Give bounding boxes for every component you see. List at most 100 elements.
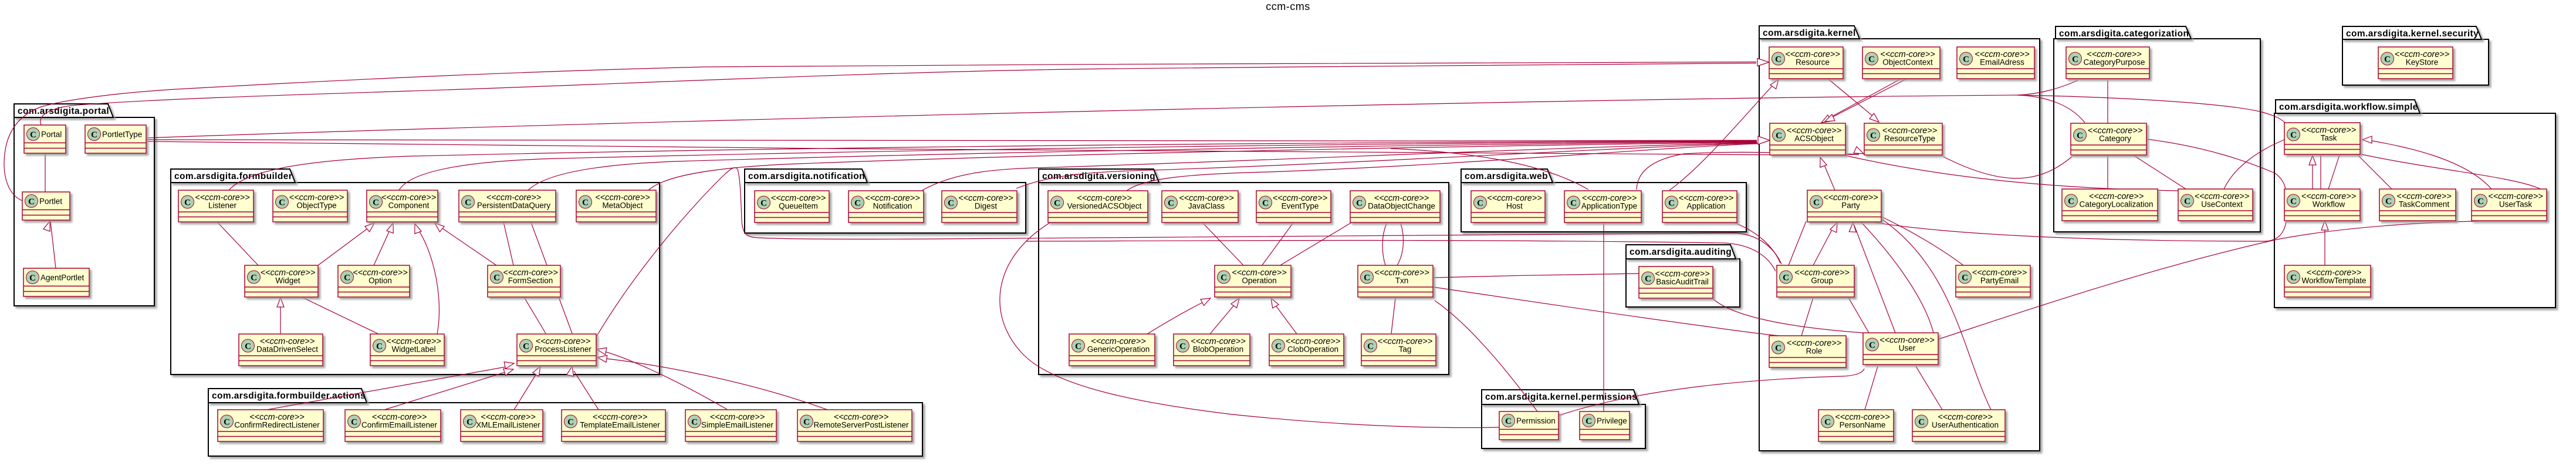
svg-text:Resource: Resource: [1796, 58, 1830, 66]
svg-text:RemoteServerPostListener: RemoteServerPostListener: [813, 420, 909, 429]
svg-text:C: C: [1918, 418, 1925, 427]
svg-text:GenericOperation: GenericOperation: [1087, 345, 1150, 353]
svg-text:<<ccm-core>>: <<ccm-core>>: [1972, 268, 2027, 278]
svg-text:<<ccm-core>>: <<ccm-core>>: [2301, 192, 2357, 201]
svg-text:C: C: [251, 274, 257, 283]
svg-text:ConfirmRedirectListener: ConfirmRedirectListener: [234, 420, 320, 429]
svg-text:<<ccm-core>>: <<ccm-core>>: [1273, 194, 1328, 203]
svg-text:<<ccm-core>>: <<ccm-core>>: [1077, 194, 1132, 203]
svg-text:ccm-cms: ccm-cms: [1266, 1, 1310, 12]
svg-text:Workflow: Workflow: [2313, 200, 2345, 208]
svg-text:QueueItem: QueueItem: [779, 201, 818, 210]
svg-text:C: C: [1824, 418, 1831, 427]
svg-text:C: C: [1168, 199, 1174, 208]
svg-text:<<ccm-core>>: <<ccm-core>>: [260, 337, 315, 346]
svg-text:Listener: Listener: [208, 201, 237, 210]
svg-text:C: C: [1367, 342, 1374, 352]
svg-text:AgentPortlet: AgentPortlet: [40, 274, 84, 282]
svg-text:C: C: [373, 198, 379, 208]
svg-text:<<ccm-core>>: <<ccm-core>>: [289, 193, 344, 203]
svg-text:<<ccm-core>>: <<ccm-core>>: [2195, 192, 2250, 201]
svg-text:<<ccm-core>>: <<ccm-core>>: [958, 194, 1013, 203]
svg-text:<<ccm-core>>: <<ccm-core>>: [2395, 50, 2450, 59]
svg-text:Widget: Widget: [275, 276, 300, 285]
svg-text:com.arsdigita.portal: com.arsdigita.portal: [18, 106, 109, 116]
svg-text:<<ccm-core>>: <<ccm-core>>: [372, 413, 427, 422]
svg-text:C: C: [2384, 55, 2391, 65]
svg-text:Permission: Permission: [1516, 417, 1556, 426]
svg-text:Option: Option: [369, 276, 392, 285]
svg-text:com.arsdigita.categorization: com.arsdigita.categorization: [2059, 29, 2189, 39]
svg-text:EmailAdress: EmailAdress: [1980, 58, 2024, 66]
svg-text:<<ccm-core>>: <<ccm-core>>: [1679, 194, 1734, 203]
svg-text:Task: Task: [2321, 133, 2337, 142]
svg-text:C: C: [1668, 199, 1675, 208]
svg-text:C: C: [1776, 131, 1782, 141]
svg-text:<<ccm-core>>: <<ccm-core>>: [1582, 194, 1637, 203]
svg-text:<<ccm-core>>: <<ccm-core>>: [503, 268, 558, 278]
svg-text:C: C: [1870, 131, 1877, 141]
svg-text:TaskComment: TaskComment: [2399, 200, 2450, 208]
svg-text:User: User: [1899, 343, 1916, 352]
svg-text:<<ccm-core>>: <<ccm-core>>: [2088, 126, 2143, 136]
svg-text:Host: Host: [1506, 201, 1523, 210]
svg-text:ObjectContext: ObjectContext: [1882, 58, 1933, 66]
svg-text:com.arsdigita.auditing: com.arsdigita.auditing: [1630, 247, 1732, 257]
svg-text:WidgetLabel: WidgetLabel: [391, 345, 435, 353]
svg-text:<<ccm-core>>: <<ccm-core>>: [1286, 337, 1341, 346]
svg-text:C: C: [1570, 199, 1577, 208]
svg-text:<<ccm-core>>: <<ccm-core>>: [834, 413, 889, 422]
svg-text:<<ccm-core>>: <<ccm-core>>: [1785, 50, 1840, 59]
svg-text:<<ccm-core>>: <<ccm-core>>: [1232, 268, 1287, 278]
svg-text:<<ccm-core>>: <<ccm-core>>: [536, 337, 591, 346]
svg-text:com.arsdigita.formbuilder.acti: com.arsdigita.formbuilder.actions: [212, 391, 366, 401]
svg-text:FormSection: FormSection: [508, 276, 553, 285]
svg-text:<<ccm-core>>: <<ccm-core>>: [1179, 194, 1234, 203]
svg-text:C: C: [1275, 342, 1282, 352]
svg-text:C: C: [466, 418, 473, 427]
svg-text:C: C: [376, 342, 383, 352]
svg-text:Group: Group: [1811, 276, 1833, 285]
svg-text:<<ccm-core>>: <<ccm-core>>: [710, 413, 765, 422]
svg-text:<<ccm-core>>: <<ccm-core>>: [595, 193, 650, 203]
svg-text:ApplicationType: ApplicationType: [1581, 201, 1637, 210]
svg-text:C: C: [1775, 55, 1781, 65]
svg-text:DataObjectChange: DataObjectChange: [1368, 201, 1435, 210]
svg-text:<<ccm-core>>: <<ccm-core>>: [381, 193, 437, 203]
svg-text:C: C: [2385, 197, 2392, 207]
svg-text:<<ccm-core>>: <<ccm-core>>: [1794, 268, 1850, 278]
svg-text:Notification: Notification: [873, 201, 912, 210]
svg-text:<<ccm-core>>: <<ccm-core>>: [1378, 337, 1433, 346]
svg-text:<<ccm-core>>: <<ccm-core>>: [1374, 268, 1429, 278]
svg-text:ProcessListener: ProcessListener: [535, 345, 591, 353]
svg-text:<<ccm-core>>: <<ccm-core>>: [1975, 50, 2030, 59]
svg-text:C: C: [2290, 131, 2297, 140]
svg-text:C: C: [1054, 199, 1060, 208]
svg-text:C: C: [351, 418, 357, 427]
svg-text:C: C: [2290, 274, 2297, 283]
svg-text:Role: Role: [1806, 346, 1823, 355]
svg-text:Txn: Txn: [1395, 276, 1409, 285]
svg-text:C: C: [1262, 199, 1269, 208]
svg-text:JavaClass: JavaClass: [1188, 201, 1225, 210]
svg-text:C: C: [279, 198, 285, 208]
svg-text:C: C: [1783, 274, 1789, 283]
svg-text:C: C: [465, 198, 471, 208]
svg-text:Tag: Tag: [1399, 345, 1412, 353]
svg-text:UserTask: UserTask: [2499, 200, 2533, 208]
svg-text:<<ccm-core>>: <<ccm-core>>: [486, 193, 542, 203]
svg-text:<<ccm-core>>: <<ccm-core>>: [1655, 269, 1710, 279]
svg-text:C: C: [1645, 275, 1651, 284]
svg-text:com.arsdigita.versioning: com.arsdigita.versioning: [1042, 171, 1155, 181]
svg-text:<<ccm-core>>: <<ccm-core>>: [2087, 50, 2142, 59]
svg-text:<<ccm-core>>: <<ccm-core>>: [771, 194, 826, 203]
svg-text:DataDrivenSelect: DataDrivenSelect: [256, 345, 318, 353]
svg-text:com.arsdigita.workflow.simple: com.arsdigita.workflow.simple: [2279, 102, 2418, 112]
svg-text:C: C: [91, 130, 97, 140]
svg-text:BlobOperation: BlobOperation: [1193, 345, 1243, 353]
svg-text:VersionedACSObject: VersionedACSObject: [1067, 201, 1142, 210]
svg-text:MetaObject: MetaObject: [602, 201, 643, 210]
svg-text:UseContext: UseContext: [2201, 200, 2243, 208]
svg-text:PortletType: PortletType: [102, 130, 142, 139]
svg-text:C: C: [28, 197, 35, 207]
